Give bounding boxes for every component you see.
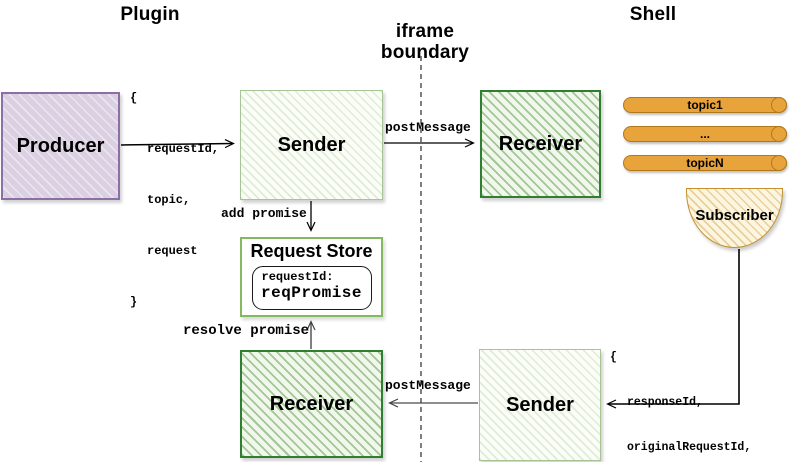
response-payload-field-1: responseId, <box>627 396 703 409</box>
topic-pill-1[interactable]: topic1 <box>623 97 787 113</box>
request-payload-field-2: topic, <box>147 193 191 207</box>
sender-bottom-label: Sender <box>506 393 574 416</box>
subscriber-label: Subscriber <box>695 206 774 224</box>
request-payload-close-brace: } <box>130 295 138 309</box>
topic-pill-ellipsis[interactable]: ... <box>623 126 787 142</box>
sender-bottom-node[interactable]: Sender <box>479 349 601 461</box>
producer-node[interactable]: Producer <box>1 92 120 200</box>
receiver-top-label: Receiver <box>498 132 583 155</box>
shell-title: Shell <box>629 4 677 25</box>
receiver-top-node[interactable]: Receiver <box>480 90 601 198</box>
sender-top-label: Sender <box>277 133 346 156</box>
response-payload-open-brace: { <box>610 351 617 364</box>
iframe-boundary-title: iframe boundary <box>375 21 475 63</box>
add-promise-label: add promise <box>221 206 307 221</box>
iframe-boundary-line1: iframe <box>395 21 455 42</box>
sender-top-node[interactable]: Sender <box>240 90 383 200</box>
request-store-node[interactable]: Request Store requestId: reqPromise <box>240 237 383 317</box>
request-payload-open-brace: { <box>130 91 138 105</box>
resolve-promise-label: resolve promise <box>183 323 310 339</box>
topic-pill-ellipsis-label: ... <box>699 127 710 141</box>
response-payload-field-2: originalRequestId, <box>627 441 752 454</box>
plugin-title: Plugin <box>120 4 180 25</box>
receiver-bottom-label: Receiver <box>269 392 354 415</box>
request-store-entry: requestId: reqPromise <box>251 266 372 310</box>
request-store-entry-value: reqPromise <box>260 284 362 302</box>
topic-pill-n[interactable]: topicN <box>623 155 787 171</box>
request-store-entry-key: requestId: <box>261 270 334 284</box>
subscriber-node[interactable]: Subscriber <box>686 188 783 248</box>
topic-pill-n-label: topicN <box>686 156 724 170</box>
post-message-top-label: postMessage <box>385 120 471 135</box>
request-payload-annotation: { requestId, topic, request } <box>130 56 219 345</box>
request-payload-field-3: request <box>147 244 198 258</box>
request-store-title: Request Store <box>250 241 373 261</box>
producer-label: Producer <box>16 134 105 157</box>
request-payload-field-1: requestId, <box>147 142 220 156</box>
receiver-bottom-node[interactable]: Receiver <box>240 350 383 458</box>
response-payload-annotation: { responseId, originalRequestId, respons… <box>610 320 751 462</box>
topic-pill-1-label: topic1 <box>687 98 723 112</box>
post-message-bottom-label: postMessage <box>385 378 471 393</box>
iframe-boundary-line2: boundary <box>380 42 470 63</box>
